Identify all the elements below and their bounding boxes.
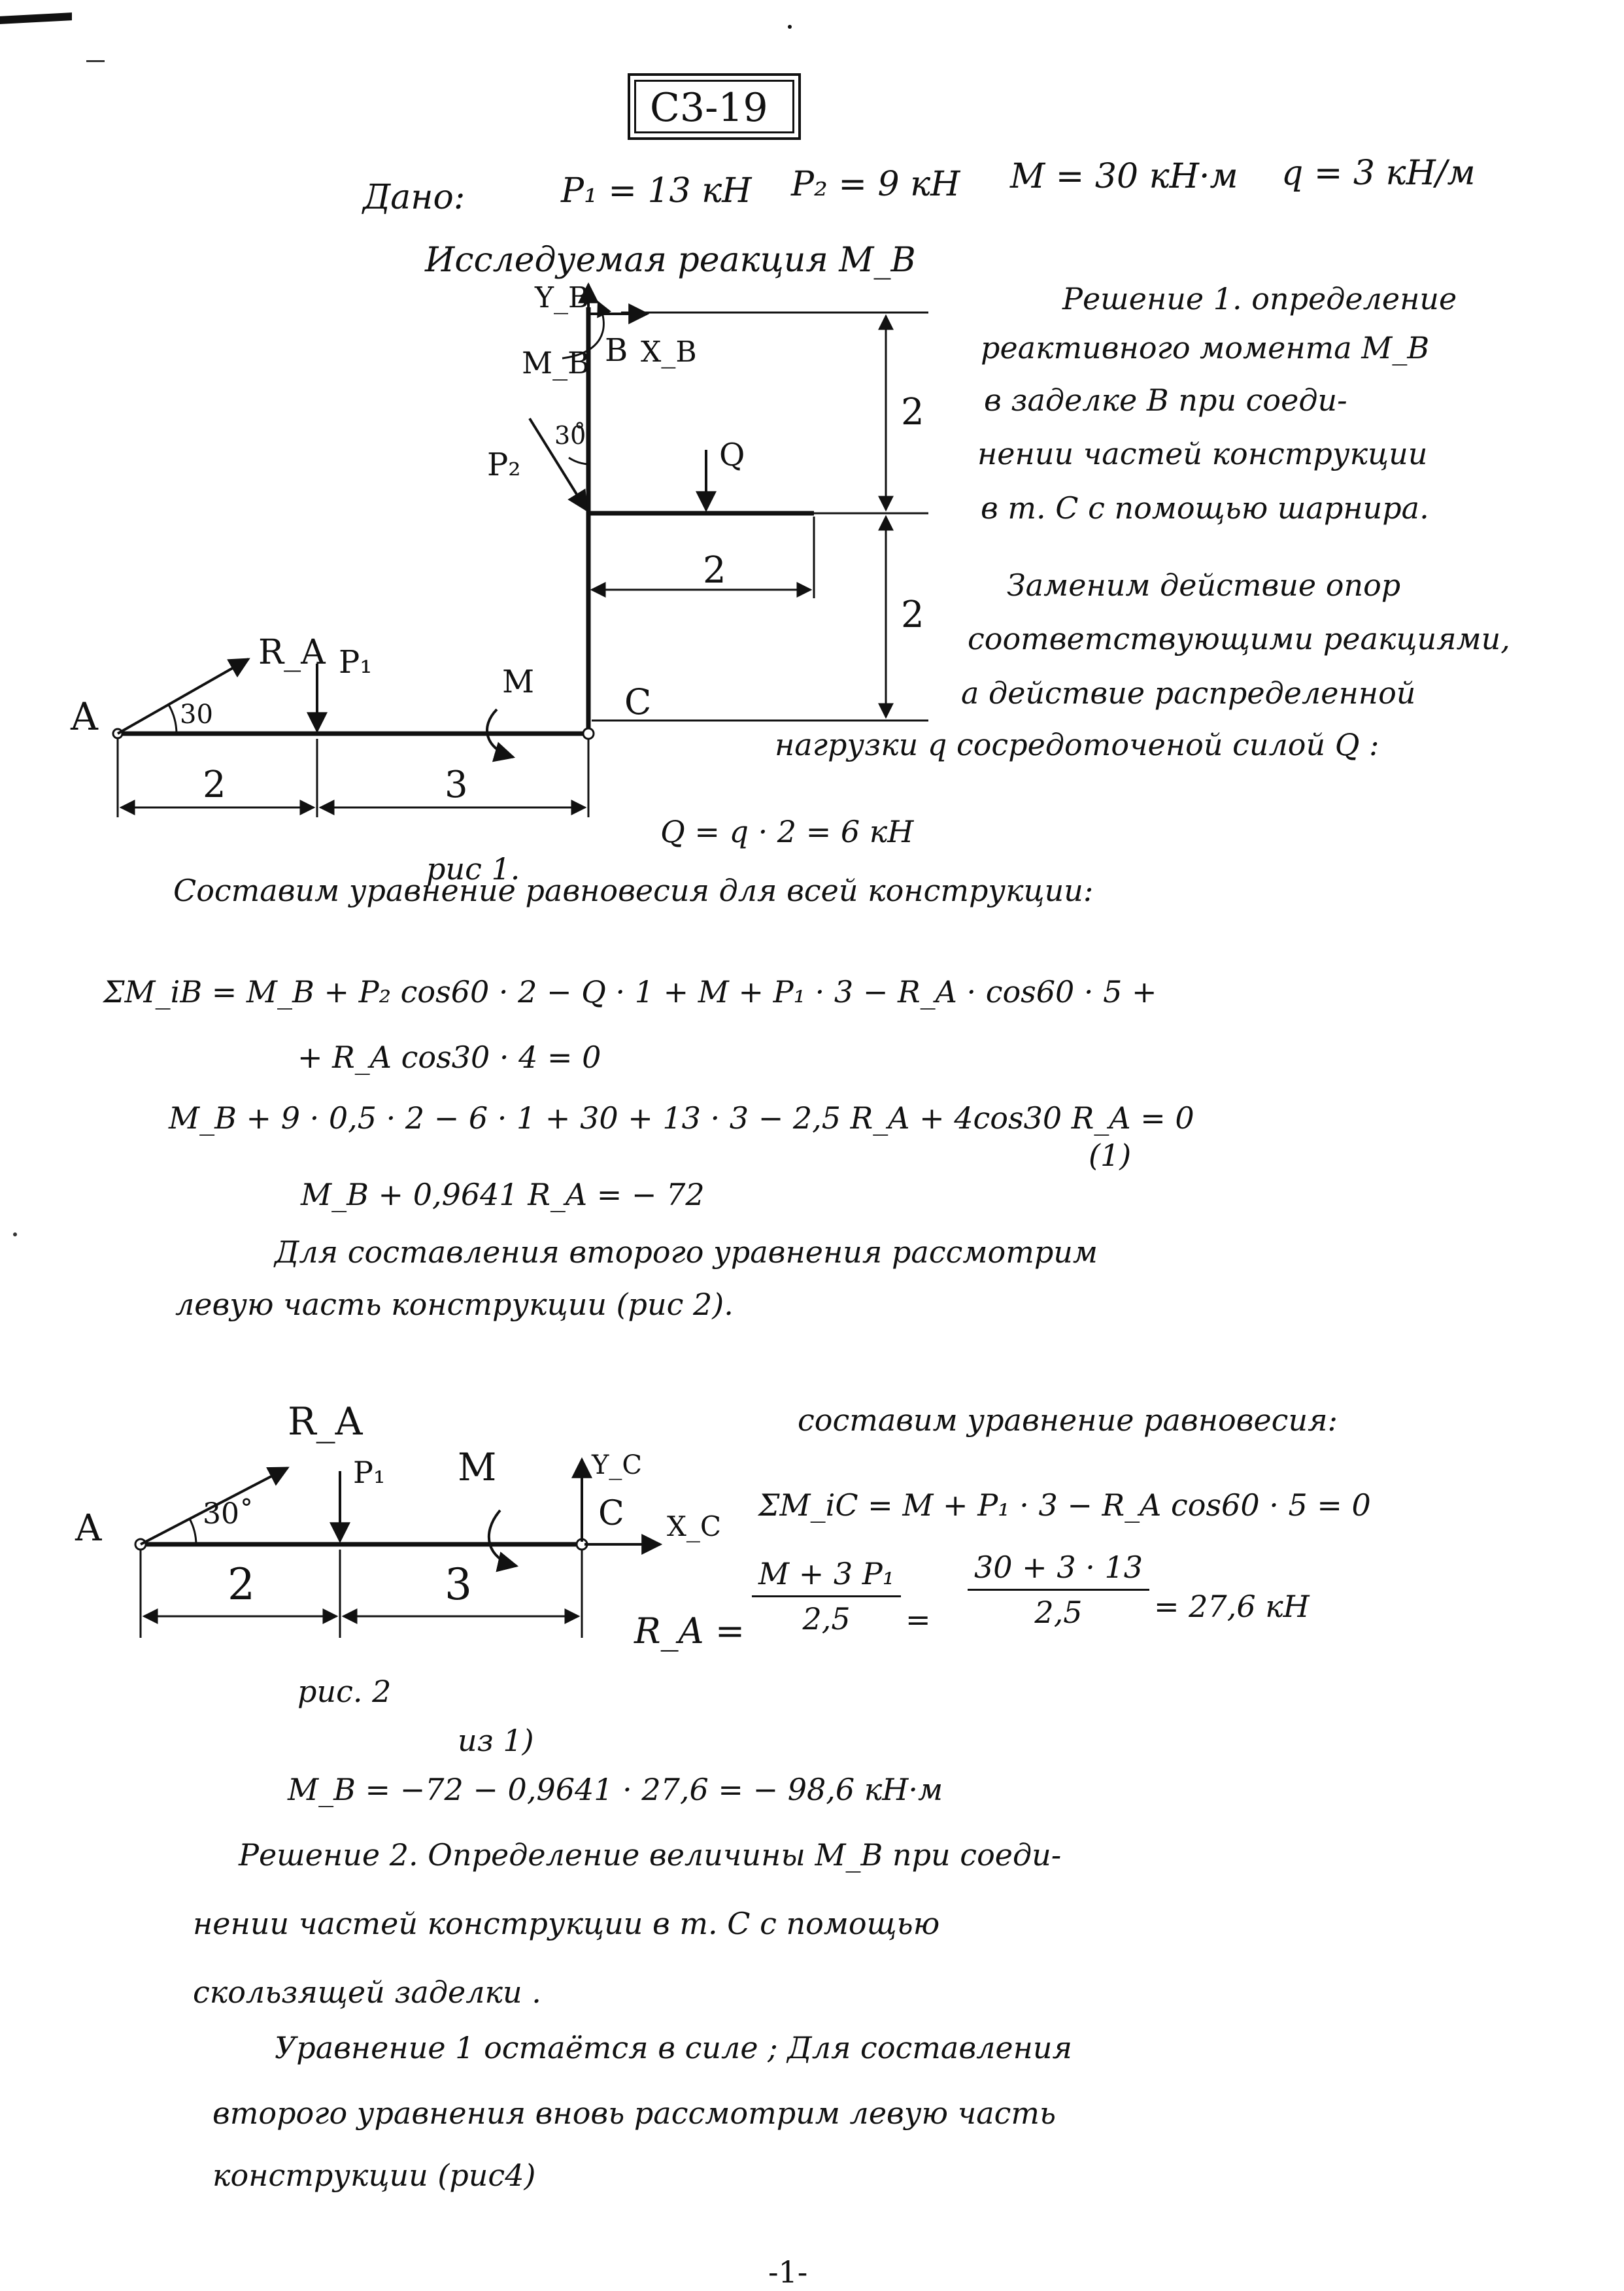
fig1-label-a: A xyxy=(71,694,98,739)
fraction-1: M + 3 P₁ 2,5 xyxy=(752,1556,902,1637)
fig2-label-c: C xyxy=(598,1494,624,1533)
fig2-label-xc: X_C xyxy=(667,1510,722,1542)
sol1-line-9: нагрузки q сосредоточеной силой Q : xyxy=(775,727,1379,762)
equation-number-1: (1) xyxy=(1089,1138,1132,1173)
fig1-label-mb: M_B xyxy=(522,345,590,381)
sol1-line-5: в т. C с помощью шарнира. xyxy=(981,490,1429,526)
note-line-1: Для составления второго уравнения рассмо… xyxy=(275,1234,1098,1270)
fig1-label-b: B xyxy=(605,332,628,369)
fig2-dim-2: 2 xyxy=(228,1559,255,1610)
scan-dot-2 xyxy=(13,1232,17,1236)
fig1-label-q: Q xyxy=(719,437,745,473)
fig1-dim-bottom: 2 xyxy=(901,594,924,636)
fig2-label-angle: 30˚ xyxy=(203,1497,254,1531)
fig1-label-p1: P₁ xyxy=(339,644,373,681)
fig1-label-yb: Y_B xyxy=(535,281,590,314)
fig1-dim-2: 2 xyxy=(203,764,226,806)
ra-vector xyxy=(117,658,250,735)
equilibrium-heading: Составим уравнение равновесия для всей к… xyxy=(173,873,1094,908)
fig1-label-angle-p2: 30̊ xyxy=(554,421,586,450)
sol2-line-3: скользящей заделки . xyxy=(193,1975,541,2010)
fig1-dim-3: 3 xyxy=(445,764,468,806)
fig1-label-m: M xyxy=(502,664,535,700)
scan-dot xyxy=(788,25,792,29)
moment-arc-fig2 xyxy=(487,1509,519,1572)
fig2-caption: рис. 2 xyxy=(297,1674,392,1709)
sol1-line-1: Решение 1. определение xyxy=(1062,281,1457,316)
given-q: q = 3 кН/м xyxy=(1281,154,1476,193)
sol1-line-4: нении частей конструкции xyxy=(977,436,1428,471)
fig2-label-m: M xyxy=(458,1445,497,1489)
given-sought: Исследуемая реакция M_B xyxy=(425,241,916,280)
fig1-label-angle: 30 xyxy=(180,700,213,730)
moment-arc xyxy=(486,708,516,762)
equilibrium2-equation: ΣM_iC = M + P₁ · 3 − R_A cos60 · 5 = 0 xyxy=(758,1487,1371,1523)
equilibrium2-heading: составим уравнение равновесия: xyxy=(798,1402,1338,1438)
equation-1: ΣM_iB = M_B + P₂ cos60 · 2 − Q · 1 + M +… xyxy=(103,974,1157,1010)
ra-result: = 27,6 кН xyxy=(1154,1589,1310,1624)
fig2-label-p1: P₁ xyxy=(353,1455,386,1490)
fraction-1-numerator: M + 3 P₁ xyxy=(752,1556,902,1597)
sol1-line-7: соответствующими реакциями, xyxy=(968,621,1510,656)
fig2-label-a: A xyxy=(75,1507,102,1550)
from-equation-1: из 1) xyxy=(458,1723,534,1758)
given-p2: P₂ = 9 кН xyxy=(791,165,960,204)
angle-arc-p2 xyxy=(568,456,589,466)
doc-code-inner-box xyxy=(634,80,794,133)
page-number: -1- xyxy=(768,2254,808,2290)
sol1-line-2: реактивного момента M_B xyxy=(981,330,1430,365)
fig1-dim-top: 2 xyxy=(901,391,924,433)
sol2-line-4: Уравнение 1 остаётся в силе ; Для состав… xyxy=(275,2030,1072,2065)
note-line-2: левую часть конструкции (рис 2). xyxy=(175,1287,734,1322)
equation-2: + R_A cos30 · 4 = 0 xyxy=(297,1040,601,1075)
given-p1: P₁ = 13 кН xyxy=(561,171,752,211)
sol2-line-2: нении частей конструкции в т. C с помощь… xyxy=(193,1906,940,1941)
fig1-label-p2: P₂ xyxy=(487,447,521,483)
ra-vector-fig2 xyxy=(140,1467,290,1546)
equation-4: M_B + 0,9641 R_A = − 72 xyxy=(301,1177,705,1212)
q-equation: Q = q · 2 = 6 кН xyxy=(660,814,914,849)
scan-dash xyxy=(86,60,105,62)
p2-vector xyxy=(528,417,588,512)
fraction-1-denominator: 2,5 xyxy=(802,1601,851,1637)
fig2-label-yc: Y_C xyxy=(592,1450,643,1480)
fraction-2: 30 + 3 · 13 2,5 xyxy=(968,1550,1149,1630)
sol1-line-3: в заделке B при соеди- xyxy=(984,382,1347,418)
mb-result: M_B = −72 − 0,9641 · 27,6 = − 98,6 кН·м xyxy=(288,1772,943,1807)
angle-arc-fig2 xyxy=(188,1518,197,1545)
fig1-label-c: C xyxy=(624,681,652,722)
fig1-dim-load: 2 xyxy=(703,549,726,592)
fig2-label-ra: R_A xyxy=(288,1399,363,1444)
fig1-caption: рис 1. xyxy=(426,851,520,887)
sol1-line-8: а действие распределенной xyxy=(961,675,1416,711)
ra-label: R_A = xyxy=(634,1610,745,1652)
doc-code: С3-19 xyxy=(650,85,768,131)
given-label: Дано: xyxy=(363,178,465,217)
fig1-label-ra: R_A xyxy=(258,633,326,672)
sol1-line-6: Заменим действие опор xyxy=(1007,568,1401,603)
sol2-line-5: второго уравнения вновь рассмотрим левую… xyxy=(212,2096,1057,2131)
mb-arc xyxy=(562,300,611,360)
sol2-line-1: Решение 2. Определение величины M_B при … xyxy=(239,1837,1062,1873)
fig2-dim-3: 3 xyxy=(445,1559,472,1610)
doc-code-box: С3-19 xyxy=(628,73,801,140)
sol2-line-6: конструкции (рис4) xyxy=(212,2158,536,2193)
fraction-equals: = xyxy=(905,1602,931,1637)
fig1-label-xb: X_B xyxy=(641,335,697,369)
fraction-2-denominator: 2,5 xyxy=(1034,1595,1083,1630)
given-m: M = 30 кН·м xyxy=(1010,157,1238,196)
equation-3: M_B + 9 · 0,5 · 2 − 6 · 1 + 30 + 13 · 3 … xyxy=(169,1100,1194,1136)
angle-arc-a xyxy=(167,704,178,734)
fraction-2-numerator: 30 + 3 · 13 xyxy=(968,1550,1149,1591)
